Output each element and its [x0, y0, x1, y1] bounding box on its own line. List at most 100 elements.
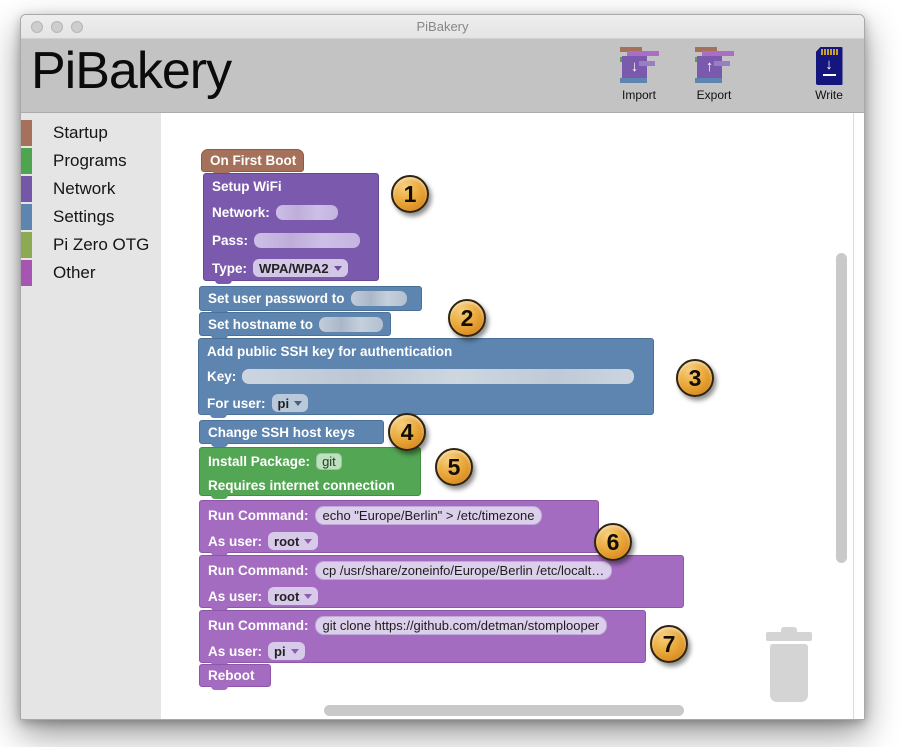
trash-icon[interactable] [766, 627, 812, 705]
workspace-edge-divider [853, 113, 854, 719]
export-button[interactable]: ↑ Export [684, 47, 744, 102]
block-on-first-boot[interactable]: On First Boot [201, 149, 304, 175]
block-run-command-2[interactable]: Run Command: cp /usr/share/zoneinfo/Euro… [199, 555, 684, 611]
dropdown-value: pi [274, 643, 286, 659]
run-user-dropdown[interactable]: root [268, 532, 319, 550]
command-text: echo "Europe/Berlin" > /etc/timezone [322, 507, 535, 523]
block-label: Run Command: [208, 507, 309, 523]
field-label: Network: [212, 204, 270, 220]
block-note: Requires internet connection [208, 477, 395, 493]
header: PiBakery ↓ Import ↑ Export [21, 39, 864, 113]
wifi-password-field[interactable] [254, 232, 361, 248]
block-set-user-password[interactable]: Set user password to [199, 286, 422, 314]
other-color-tab [21, 260, 32, 286]
command-field[interactable]: cp /usr/share/zoneinfo/Europe/Berlin /et… [314, 560, 613, 580]
import-label: Import [621, 88, 656, 102]
annotation-badge-5: 5 [435, 448, 473, 486]
ssh-key-field[interactable] [242, 369, 635, 384]
block-add-ssh-key[interactable]: Add public SSH key for authentication Ke… [198, 338, 654, 418]
block-reboot[interactable]: Reboot [199, 664, 271, 690]
write-button[interactable]: ↓ Write [799, 47, 859, 102]
run-user-dropdown[interactable]: pi [268, 642, 305, 660]
window-title: PiBakery [416, 19, 469, 34]
block-run-command-3[interactable]: Run Command: git clone https://github.co… [199, 610, 646, 666]
command-text: cp /usr/share/zoneinfo/Europe/Berlin /et… [322, 562, 605, 578]
annotation-badge-1: 1 [391, 175, 429, 213]
app-title: PiBakery [31, 42, 232, 100]
close-window-button[interactable] [31, 21, 43, 33]
chevron-down-icon [304, 593, 313, 599]
import-icon: ↓ [618, 47, 660, 85]
traffic-lights [31, 21, 83, 33]
sidebar-item-label: Startup [53, 123, 108, 142]
sidebar-item-label: Settings [53, 207, 115, 226]
annotation-badge-6: 6 [594, 523, 632, 561]
annotation-badge-4: 4 [388, 413, 426, 451]
minimize-window-button[interactable] [51, 21, 63, 33]
field-label: As user: [208, 588, 263, 604]
sidebar-item-other[interactable]: Other [21, 259, 161, 287]
chevron-down-icon [294, 400, 303, 406]
block-label: On First Boot [210, 153, 297, 168]
annotation-badge-7: 7 [650, 625, 688, 663]
network-color-tab [21, 176, 32, 202]
sidebar-item-network[interactable]: Network [21, 175, 161, 203]
zoom-window-button[interactable] [71, 21, 83, 33]
block-label: Run Command: [208, 562, 309, 578]
field-label: As user: [208, 533, 263, 549]
pibakery-window: PiBakery PiBakery ↓ Import ↑ Export [20, 14, 865, 720]
block-run-command-1[interactable]: Run Command: echo "Europe/Berlin" > /etc… [199, 500, 599, 556]
dropdown-value: root [274, 533, 300, 549]
programs-color-tab [21, 148, 32, 174]
block-label: Reboot [208, 668, 255, 683]
field-label: As user: [208, 643, 263, 659]
dropdown-value: WPA/WPA2 [259, 260, 329, 276]
chevron-down-icon [304, 538, 313, 544]
ssh-user-dropdown[interactable]: pi [271, 394, 309, 412]
annotation-badge-3: 3 [676, 359, 714, 397]
user-password-field[interactable] [350, 291, 407, 306]
down-arrow-icon: ↓ [622, 56, 647, 78]
wifi-network-field[interactable] [275, 204, 338, 220]
sidebar-item-pi-zero-otg[interactable]: Pi Zero OTG [21, 231, 161, 259]
block-label: Install Package: [208, 453, 311, 469]
block-label: Change SSH host keys [208, 425, 356, 440]
startup-color-tab [21, 120, 32, 146]
block-setup-wifi[interactable]: Setup WiFi Network: Pass: Type: WPA/WPA2 [203, 173, 379, 284]
up-arrow-icon: ↑ [697, 56, 722, 78]
import-button[interactable]: ↓ Import [609, 47, 669, 102]
block-change-ssh-host-keys[interactable]: Change SSH host keys [199, 420, 384, 447]
run-user-dropdown[interactable]: root [268, 587, 319, 605]
horizontal-scrollbar[interactable] [324, 705, 684, 716]
settings-color-tab [21, 204, 32, 230]
package-name-field[interactable]: git [316, 452, 342, 470]
sidebar-item-startup[interactable]: Startup [21, 119, 161, 147]
annotation-badge-2: 2 [448, 299, 486, 337]
export-label: Export [696, 88, 732, 102]
wifi-type-dropdown[interactable]: WPA/WPA2 [253, 259, 348, 277]
command-text: git clone https://github.com/detman/stom… [322, 617, 600, 633]
block-install-package[interactable]: Install Package: git Requires internet c… [199, 447, 421, 499]
sidebar-item-settings[interactable]: Settings [21, 203, 161, 231]
package-name: git [322, 453, 336, 469]
dropdown-value: root [274, 588, 300, 604]
block-set-hostname[interactable]: Set hostname to [199, 312, 391, 339]
command-field[interactable]: git clone https://github.com/detman/stom… [314, 615, 608, 635]
sidebar-item-label: Programs [53, 151, 127, 170]
field-label: For user: [207, 395, 266, 411]
vertical-scrollbar[interactable] [836, 253, 847, 563]
category-sidebar: Startup Programs Network Settings Pi Zer… [21, 113, 161, 719]
sidebar-item-programs[interactable]: Programs [21, 147, 161, 175]
command-field[interactable]: echo "Europe/Berlin" > /etc/timezone [314, 505, 543, 525]
sidebar-item-label: Other [53, 263, 96, 282]
hostname-field[interactable] [319, 316, 384, 332]
pi-zero-otg-color-tab [21, 232, 32, 258]
block-label: Set user password to [208, 291, 345, 306]
block-label: Run Command: [208, 617, 309, 633]
block-label: Set hostname to [208, 316, 314, 332]
field-label: Key: [207, 369, 237, 384]
chevron-down-icon [333, 265, 342, 271]
block-workspace[interactable]: On First Boot Setup WiFi Network: Pass: … [161, 113, 864, 719]
titlebar: PiBakery [21, 15, 864, 39]
